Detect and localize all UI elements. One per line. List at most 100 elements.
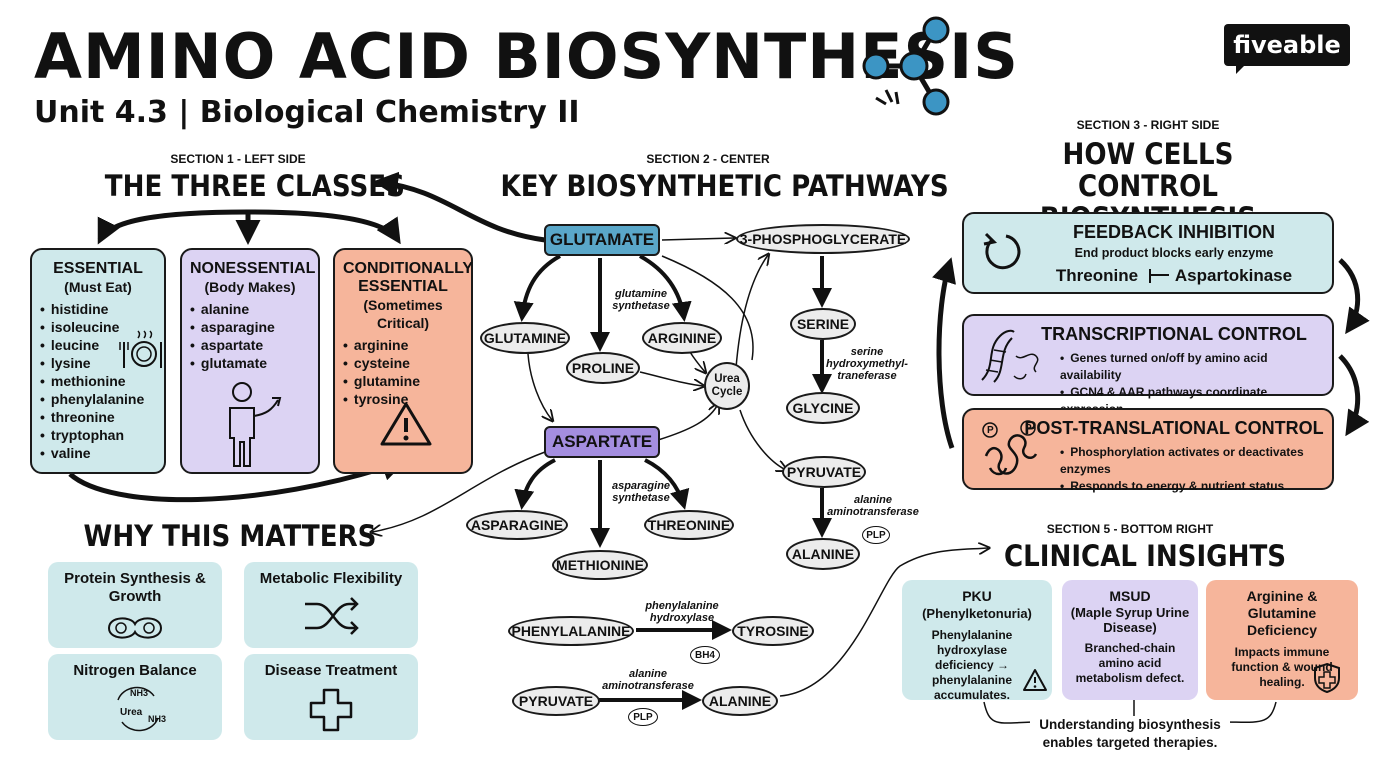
class-conditional: CONDITIONALLY ESSENTIAL (Sometimes Criti… <box>333 248 473 474</box>
why-card-label: Disease Treatment <box>264 662 398 679</box>
nh3-label: NH3 <box>148 714 167 724</box>
list-item: Genes turned on/off by amino acid availa… <box>1060 350 1324 384</box>
enzyme-label: phenylalanine hydroxylase <box>645 600 719 624</box>
node-methionine: METHIONINE <box>552 550 648 580</box>
clinical-card-arginine: Arginine & Glutamine Deficiency Impacts … <box>1206 580 1358 700</box>
shuffle-icon <box>305 597 359 635</box>
list-item: leucine <box>40 336 156 354</box>
why-card-label: Nitrogen Balance <box>73 662 197 679</box>
list-item: tyrosine <box>343 390 463 408</box>
inhibition-icon <box>1148 269 1171 283</box>
enzyme-label: glutamine synthetase <box>612 288 670 312</box>
plate-icon <box>119 330 162 368</box>
section2-title: KEY BIOSYNTHETIC PATHWAYS <box>500 169 949 203</box>
list-item: cysteine <box>343 354 463 372</box>
dna-icon <box>981 329 1039 383</box>
nitrogen-cycle-icon: NH3 Urea NH3 <box>108 684 168 734</box>
clinical-card-title: PKU <box>962 588 992 604</box>
node-serine: SERINE <box>790 308 856 340</box>
clinical-card-pku: PKU (Phenylketonuria) Phenylalanine hydr… <box>902 580 1052 702</box>
clinical-card-msud: MSUD (Maple Syrup Urine Disease) Branche… <box>1062 580 1198 700</box>
clinical-card-subtitle: (Maple Syrup Urine Disease) <box>1070 605 1190 635</box>
medical-cross-icon <box>309 688 353 732</box>
transcriptional-title: TRANSCRIPTIONAL CONTROL <box>1041 324 1307 344</box>
class-essential-subtitle: (Must Eat) <box>64 279 132 295</box>
class-nonessential: NONESSENTIAL (Body Makes) alanine aspara… <box>180 248 320 474</box>
class-nonessential-subtitle: (Body Makes) <box>204 279 296 295</box>
class-conditional-title: CONDITIONALLY ESSENTIAL <box>343 260 474 295</box>
brand-logo[interactable]: fiveable <box>1224 24 1350 66</box>
node-3-phosphoglycerate: 3-PHOSPHOGLYCERATE <box>736 224 910 254</box>
node-alanine: ALANINE <box>786 538 860 570</box>
clinical-card-title: MSUD <box>1109 588 1151 604</box>
clinical-card-body: Impacts immune function & wound healing. <box>1231 645 1333 689</box>
list-item: lysine <box>40 354 156 372</box>
clinical-card-body: Phenylalanine hydroxylase deficiency → p… <box>931 628 1013 702</box>
node-glutamine: GLUTAMINE <box>480 322 570 354</box>
class-essential-list: histidine isoleucine leucine lysine meth… <box>40 300 156 462</box>
post-translational-list: Phosphorylation activates or deactivates… <box>1060 444 1324 495</box>
list-item: valine <box>40 444 156 462</box>
list-item: aspartate <box>190 336 310 354</box>
node-threonine: THREONINE <box>644 510 734 540</box>
transcriptional-control-card: TRANSCRIPTIONAL CONTROL Genes turned on/… <box>962 314 1334 416</box>
node-proline: PROLINE <box>566 352 640 384</box>
logo-tail <box>1236 64 1246 74</box>
feedback-description: End product blocks early enzyme <box>1074 246 1274 260</box>
post-translational-card: P P POST-TRANSLATIONAL CONTROL Phosphory… <box>962 408 1334 493</box>
class-conditional-subtitle: (Sometimes Critical) <box>363 297 443 331</box>
feedback-title: FEEDBACK INHIBITION <box>1073 222 1275 242</box>
molecule-icon <box>862 16 950 116</box>
section2-label: SECTION 2 - CENTER <box>646 152 770 166</box>
feedback-example: Threonine Aspartokinase <box>1024 266 1324 286</box>
list-item: Responds to energy & nutrient status <box>1060 478 1324 495</box>
nh3-label: NH3 <box>130 688 149 698</box>
list-item: methionine <box>40 372 156 390</box>
class-essential: ESSENTIAL (Must Eat) histidine isoleucin… <box>30 248 166 474</box>
feedback-inhibition-card: FEEDBACK INHIBITION End product blocks e… <box>962 212 1334 294</box>
list-item: threonine <box>40 408 156 426</box>
phosphate-label: P <box>987 425 994 436</box>
feedback-product: Threonine <box>1055 266 1139 285</box>
enzyme-label: serine hydroxymethyl-traneferase <box>826 346 908 382</box>
cell-division-icon <box>107 617 163 639</box>
class-nonessential-list: alanine asparagine aspartate glutamate <box>190 300 310 372</box>
why-title: WHY THIS MATTERS <box>83 519 377 553</box>
urea-label: Urea <box>120 707 143 718</box>
clinical-card-title: Arginine & Glutamine Deficiency <box>1246 588 1318 638</box>
warning-icon <box>380 402 432 446</box>
post-translational-title: POST-TRANSLATIONAL CONTROL <box>1024 418 1324 438</box>
section1-title: THE THREE CLASSES <box>104 169 405 203</box>
clinical-footer: Understanding biosynthesis enables targe… <box>1030 716 1230 752</box>
clinical-card-body: Branched-chain amino acid metabolism def… <box>1075 641 1185 685</box>
why-card-nitrogen: Nitrogen Balance NH3 Urea NH3 <box>48 654 222 740</box>
shield-cross-icon <box>1314 662 1340 694</box>
section1-label: SECTION 1 - LEFT SIDE <box>170 152 306 166</box>
section3-label: SECTION 3 - RIGHT SIDE <box>1076 118 1220 132</box>
class-conditional-list: arginine cysteine glutamine tyrosine <box>343 336 463 408</box>
list-item: glutamate <box>190 354 310 372</box>
section5-label: SECTION 5 - BOTTOM RIGHT <box>1046 522 1214 536</box>
phosphate-label: P <box>1025 423 1032 434</box>
page-title: AMINO ACID BIOSYNTHESIS <box>34 20 1019 93</box>
node-alanine: ALANINE <box>702 686 778 716</box>
list-item: Phosphorylation activates or deactivates… <box>1060 444 1324 478</box>
warning-icon <box>1023 669 1047 691</box>
clinical-card-subtitle: (Phenylketonuria) <box>922 606 1032 621</box>
refresh-icon <box>983 232 1021 270</box>
list-item: glutamine <box>343 372 463 390</box>
list-item: arginine <box>343 336 463 354</box>
class-essential-title: ESSENTIAL <box>53 260 143 277</box>
node-urea-cycle: Urea Cycle <box>704 362 750 410</box>
node-tyrosine: TYROSINE <box>732 616 814 646</box>
node-phenylalanine: PHENYLALANINE <box>508 616 634 646</box>
why-card-disease: Disease Treatment <box>244 654 418 740</box>
cofactor-plp: PLP <box>862 526 890 544</box>
feedback-enzyme: Aspartokinase <box>1174 266 1293 285</box>
list-item: alanine <box>190 300 310 318</box>
enzyme-label: asparagine synthetase <box>611 480 671 504</box>
node-glutamate: GLUTAMATE <box>544 224 660 256</box>
why-card-protein: Protein Synthesis & Growth <box>48 562 222 648</box>
enzyme-label: alanine aminotransferase <box>602 668 694 692</box>
